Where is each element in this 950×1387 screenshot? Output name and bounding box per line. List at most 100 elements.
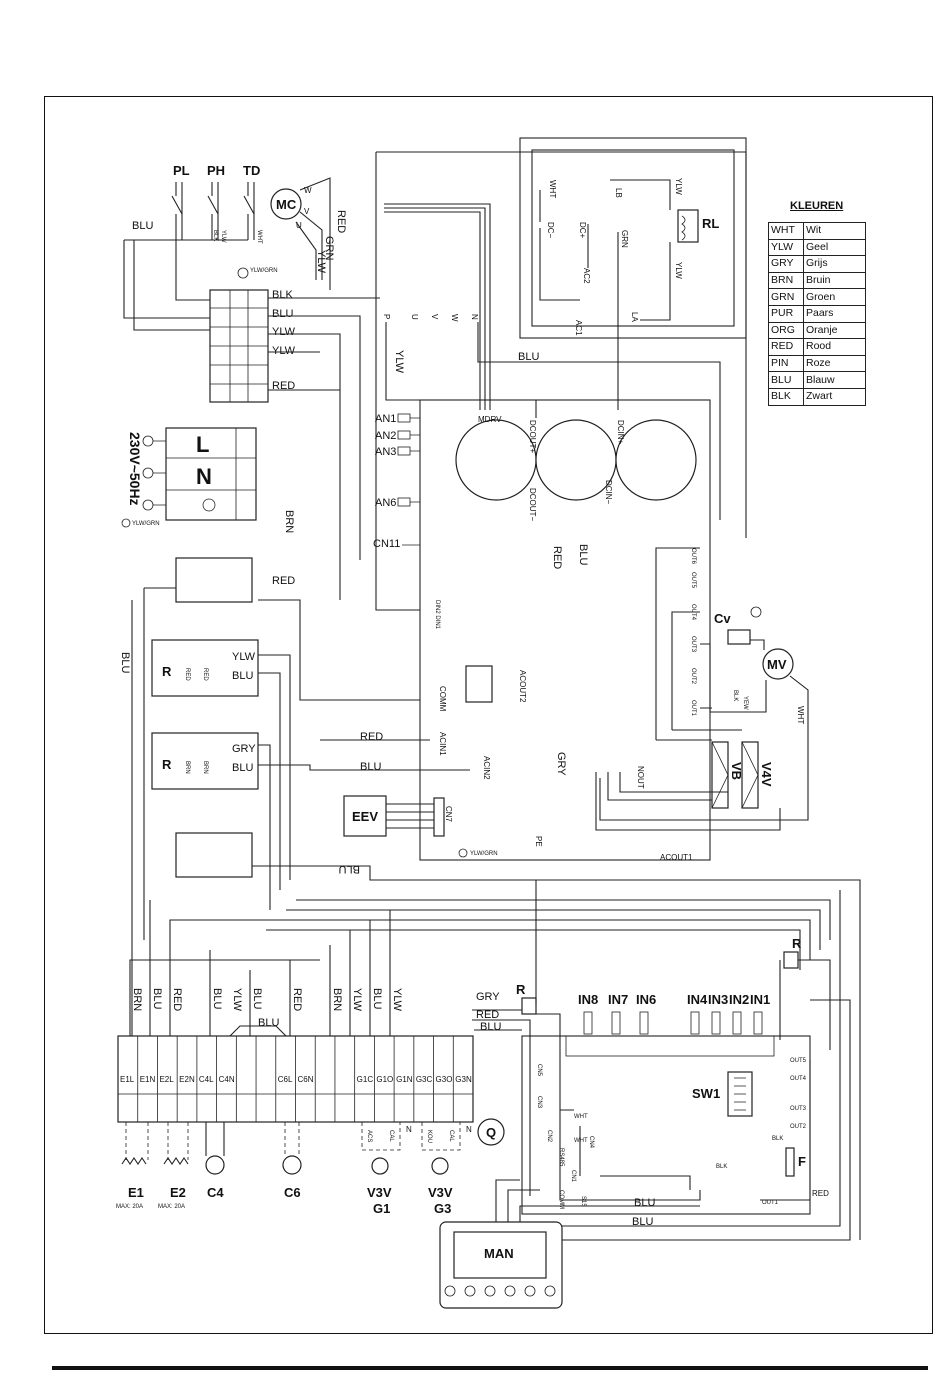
out5-label: OUT5 <box>690 572 696 589</box>
controller-button-3[interactable] <box>484 1285 496 1297</box>
cn2-label: CN2 <box>546 1130 552 1143</box>
legend-name: Paars <box>803 304 866 323</box>
terminal-label: E2L <box>159 1075 174 1084</box>
pl-label: PL <box>173 163 190 178</box>
ground-icon-2 <box>121 518 131 528</box>
acout1-label: ACOUT1 <box>660 853 693 862</box>
wire-ylw-r1: YLW <box>232 651 256 663</box>
n2-label: N <box>466 1125 472 1134</box>
wire-brn-r2a: BRN <box>184 761 190 774</box>
power-dot-2 <box>142 467 154 479</box>
ph-label: PH <box>207 163 225 178</box>
diagram-frame <box>44 96 933 1334</box>
power-supply-label: 230V~50Hz <box>127 432 143 506</box>
mv-motor <box>762 648 794 680</box>
c4-label: C4 <box>207 1185 224 1200</box>
acs-label: ACS <box>366 1130 372 1142</box>
wire-blk-strip: BLK <box>272 289 293 301</box>
ctrl-out1-label: OUT1 <box>762 1200 779 1206</box>
cn7-connector <box>433 797 445 837</box>
relay-block-4 <box>175 832 253 878</box>
wire-blk-sensor: BLK <box>212 230 218 241</box>
ctrl-out3-label: OUT3 <box>790 1106 807 1112</box>
controller-button-4[interactable] <box>504 1285 516 1297</box>
wire-wht-sensor: WHT <box>256 230 262 244</box>
controller-button-1[interactable] <box>444 1285 456 1297</box>
terminal-label: C6L <box>278 1075 293 1084</box>
wire-grn-mc: GRN <box>323 236 335 261</box>
wire-red-r1a: RED <box>184 668 190 681</box>
legend-name: Geel <box>803 238 866 257</box>
mc-v: V <box>304 207 310 216</box>
ground-icon <box>237 267 249 279</box>
wire-red-mc: RED <box>335 210 347 233</box>
controller-button-6[interactable] <box>544 1285 556 1297</box>
legend-name: Blauw <box>803 371 866 389</box>
acin2-label: ACIN2 <box>482 756 491 780</box>
out1-label: OUT1 <box>690 700 696 717</box>
wire-ylw-sensor: YLW <box>220 230 226 243</box>
terminal-label: G1O <box>376 1075 393 1084</box>
legend-name: Rood <box>803 338 866 356</box>
legend-name: Groen <box>803 288 866 306</box>
controller-buttons[interactable] <box>444 1285 556 1297</box>
max1-label: MAX: 20A <box>116 1204 143 1210</box>
dcin-minus-label: DCIN− <box>604 480 613 505</box>
dcout-minus-label: DCOUT− <box>528 488 537 521</box>
cn1-label: CN1 <box>570 1170 576 1183</box>
pressure-switches <box>171 182 255 240</box>
terminal-label: E1L <box>120 1075 135 1084</box>
control-board <box>521 1035 811 1215</box>
relay-r-2: R <box>162 757 172 772</box>
legend-code: RED <box>768 338 804 356</box>
vb-label: VB <box>729 762 744 780</box>
wire-blu-left: BLU <box>119 652 131 673</box>
wire-red-3: RED <box>551 546 563 569</box>
ac2-label: AC2 <box>582 268 591 284</box>
controller-button-5[interactable] <box>524 1285 536 1297</box>
inverter-inner <box>531 149 735 327</box>
relay-block-3 <box>151 732 259 790</box>
ctrl-out4-label: OUT4 <box>790 1076 807 1082</box>
controller-screen <box>453 1231 547 1279</box>
in-connector-strip <box>565 1035 775 1057</box>
terminal-label: C4L <box>199 1075 214 1084</box>
c6-label: C6 <box>284 1185 301 1200</box>
max2-label: MAX: 20A <box>158 1204 185 1210</box>
relay-r-1: R <box>162 664 172 679</box>
an1-label: AN1 <box>375 413 396 425</box>
acout2-box <box>465 665 493 703</box>
capacitor-3 <box>615 419 697 501</box>
wire-red-fuse: RED <box>812 1189 829 1198</box>
cn4-label: CN4 <box>588 1136 594 1149</box>
ac1-label: AC1 <box>574 320 583 336</box>
wire-ylw-strip-2: YLW <box>272 345 296 357</box>
in2-label: IN2 <box>729 992 749 1007</box>
dc-plus-label: DC+ <box>578 222 587 239</box>
legend-code: BLU <box>768 371 804 389</box>
mdrv-label: MDRV <box>478 415 502 424</box>
terminal-label: E1N <box>140 1075 156 1084</box>
fuse <box>785 1147 795 1177</box>
out2-label: OUT2 <box>690 668 696 685</box>
v3v3-label: V3V <box>428 1185 453 1200</box>
ctrl-r-relay <box>521 997 537 1015</box>
la-label: LA <box>630 312 639 322</box>
e2-label: E2 <box>170 1185 186 1200</box>
load-symbols <box>121 1118 505 1175</box>
q-label: Q <box>486 1125 496 1140</box>
rs485-label: RS485 <box>558 1148 564 1167</box>
n1-label: N <box>406 1125 412 1134</box>
wire-gry-main: GRY <box>555 752 567 776</box>
capacitor-1 <box>455 419 537 501</box>
wire-red-ctrl: RED <box>476 1009 499 1021</box>
controller-button-2[interactable] <box>464 1285 476 1297</box>
